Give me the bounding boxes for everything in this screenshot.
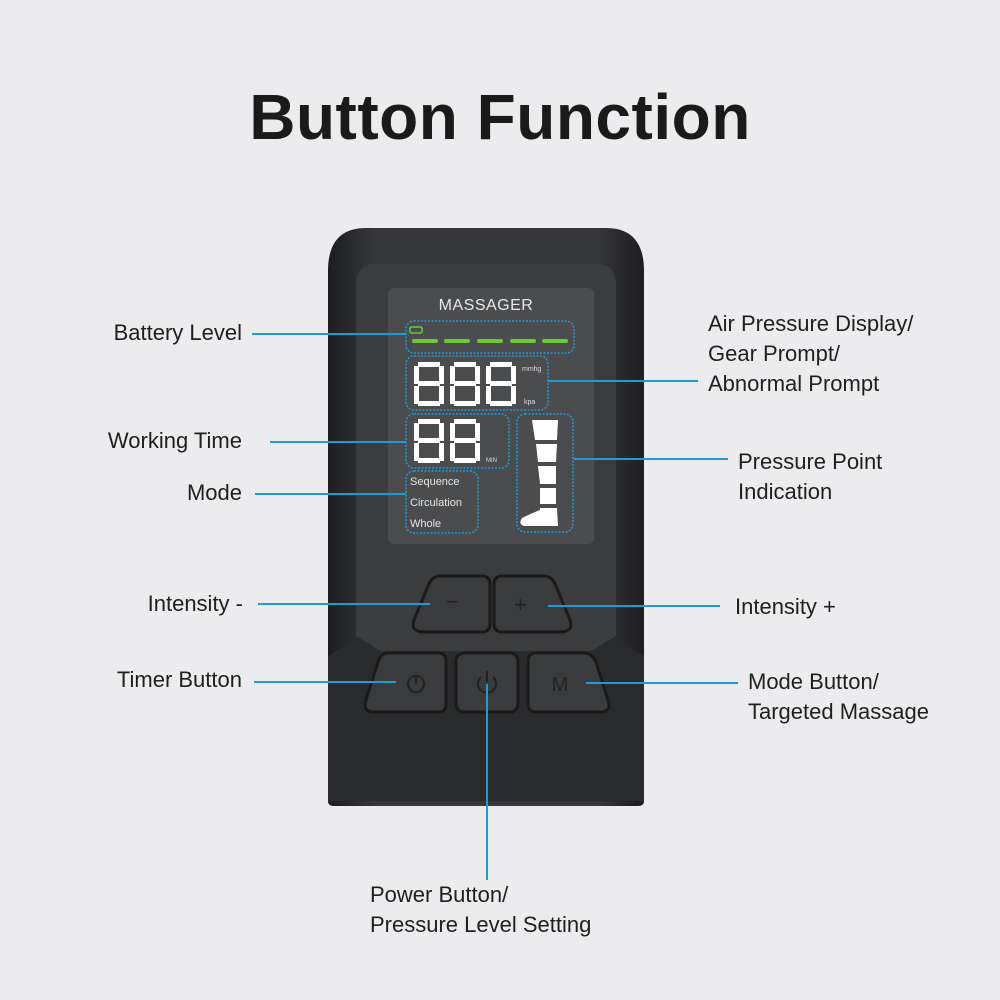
timer-icon <box>407 675 425 693</box>
callout-mode-button-1: Mode Button/ <box>748 669 879 694</box>
callout-line-intensity-plus <box>548 605 720 607</box>
intensity-minus-button <box>411 574 492 634</box>
svg-text:Sequence: Sequence <box>410 476 460 488</box>
page-title: Button Function <box>249 81 751 153</box>
callout-pressure-point-1: Pressure Point <box>738 449 883 474</box>
callout-line-mode <box>255 493 406 495</box>
callout-line-pressure-point <box>574 458 728 460</box>
callout-line-timer <box>254 681 396 683</box>
callout-line-mode-button <box>586 682 738 684</box>
callout-line-power <box>486 684 488 880</box>
callout-timer-button: Timer Button <box>116 667 242 692</box>
callout-air-pressure-3: Abnormal Prompt <box>708 371 880 396</box>
callout-working-time: Working Time <box>107 428 242 453</box>
callout-pressure-point-2: Indication <box>738 479 833 504</box>
svg-text:Circulation: Circulation <box>410 497 462 509</box>
callout-line-battery <box>252 333 406 335</box>
callout-mode-button-2: Targeted Massage <box>748 699 929 724</box>
callout-power-button-1: Power Button/ <box>370 882 509 907</box>
callout-air-pressure-1: Air Pressure Display/ <box>708 311 914 336</box>
callout-line-time <box>270 441 406 443</box>
callout-power-button-2: Pressure Level Setting <box>370 912 592 937</box>
callout-intensity-plus: Intensity + <box>735 594 836 619</box>
callout-battery-level: Battery Level <box>113 320 242 345</box>
mode-button <box>526 651 611 714</box>
svg-text:kpa: kpa <box>524 399 535 406</box>
brand-label: MASSAGER <box>439 297 534 314</box>
callout-line-intensity-minus <box>258 603 430 605</box>
svg-text:Whole: Whole <box>410 518 441 530</box>
intensity-plus-button <box>492 574 573 634</box>
timer-button <box>363 651 448 714</box>
massager-controller: MASSAGER <box>328 228 644 806</box>
leg-pressure-points <box>520 420 558 526</box>
callout-air-pressure-2: Gear Prompt/ <box>708 341 841 366</box>
lcd-screen: MASSAGER <box>388 288 594 544</box>
svg-text:mmhg: mmhg <box>522 366 542 373</box>
minus-icon: − <box>446 589 459 614</box>
svg-text:MIN: MIN <box>486 458 497 464</box>
plus-icon: + <box>514 592 527 617</box>
callout-line-air-pressure <box>548 380 698 382</box>
callout-intensity-minus: Intensity - <box>147 591 243 616</box>
callout-mode: Mode <box>186 480 242 505</box>
m-icon: M <box>552 674 569 696</box>
